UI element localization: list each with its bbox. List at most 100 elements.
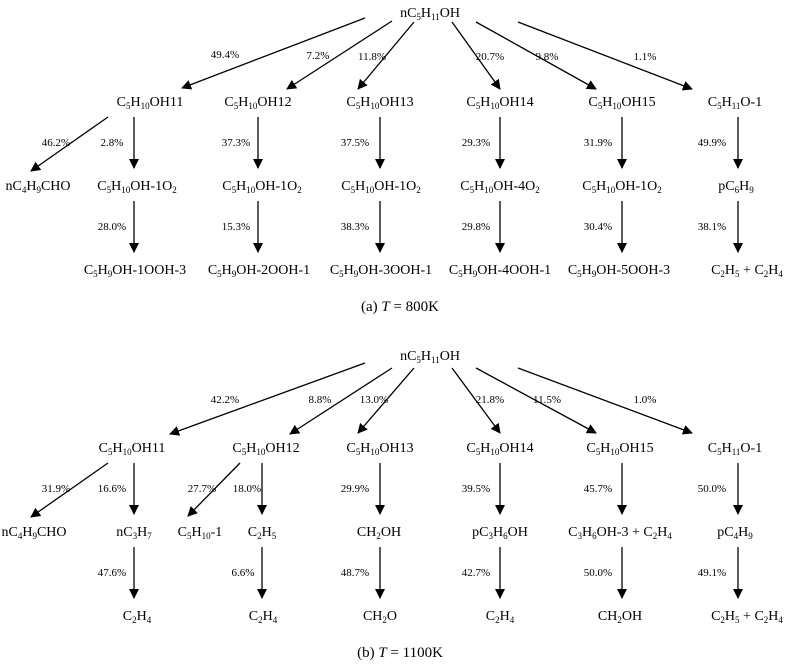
branch-ratio-a-root-to-r5: 9.8%	[536, 51, 559, 63]
branch-ratio-b-p6-to-q6: 49.1%	[698, 567, 726, 579]
arrow-a-r1-to-p1a	[30, 116, 109, 172]
species-a-q4: C5H9OH-4OOH-1	[449, 263, 551, 279]
panel-captions: (a) T = 800K (b) T = 1100K	[357, 299, 443, 661]
species-a-r2: C5H10OH12	[224, 95, 291, 111]
branch-ratio-a-p6-to-q6: 38.1%	[698, 221, 726, 233]
arrow-a-root-to-r3	[357, 21, 415, 90]
species-a-q1: C5H9OH-1OOH-3	[84, 263, 186, 279]
species-a-r5: C5H10OH15	[588, 95, 655, 111]
species-b-p1b: nC3H7	[116, 525, 152, 541]
arrow-a-root-to-r5	[475, 21, 597, 90]
species-b-r5: C5H10OH15	[586, 441, 653, 457]
branch-ratio-a-r2-to-p2: 37.3%	[222, 137, 250, 149]
species-a-q2: C5H9OH-2OOH-1	[208, 263, 310, 279]
species-b-q1: C2H4	[123, 609, 152, 625]
arrow-b-r2-to-p2a	[187, 462, 241, 517]
branch-ratio-a-r5-to-p5: 31.9%	[584, 137, 612, 149]
species-b-q6: C2H5 + C2H4	[711, 609, 783, 625]
branch-ratio-b-p5-to-q5: 50.0%	[584, 567, 612, 579]
branch-ratio-b-root-to-r5: 11.5%	[533, 394, 561, 406]
species-b-q3: CH2O	[363, 609, 397, 625]
branch-ratio-b-p1b-to-q1: 47.6%	[98, 567, 126, 579]
arrow-a-root-to-r6	[517, 21, 693, 91]
branch-ratio-a-root-to-r2: 7.2%	[307, 50, 330, 62]
branch-ratio-a-root-to-r4: 20.7%	[476, 51, 504, 63]
branch-ratio-a-p3-to-q3: 38.3%	[341, 221, 369, 233]
species-a-q6: C2H5 + C2H4	[711, 263, 783, 279]
species-b-q4: C2H4	[486, 609, 515, 625]
species-a-p4: C5H10OH-4O2	[460, 179, 539, 195]
arrow-a-root-to-r1	[181, 17, 366, 90]
species-a-root: nC5H11OH	[400, 6, 460, 22]
branch-ratio-a-r1-to-p1a: 46.2%	[42, 137, 70, 149]
branch-ratio-a-r3-to-p3: 37.5%	[341, 137, 369, 149]
branch-ratio-a-p5-to-q5: 30.4%	[584, 221, 612, 233]
species-b-p1a: nC4H9CHO	[1, 525, 66, 541]
branch-ratio-a-r4-to-p4: 29.3%	[462, 137, 490, 149]
species-b-r2: C5H10OH12	[232, 441, 299, 457]
species-b-r4: C5H10OH14	[466, 441, 533, 457]
species-a-r4: C5H10OH14	[466, 95, 533, 111]
branch-ratio-b-root-to-r4: 21.8%	[476, 394, 504, 406]
species-a-p1a: nC4H9CHO	[5, 179, 70, 195]
arrow-b-root-to-r6	[517, 367, 693, 435]
branch-ratio-b-root-to-r1: 42.2%	[211, 394, 239, 406]
species-a-p5: C5H10OH-1O2	[582, 179, 661, 195]
branch-ratio-b-r4-to-p4: 39.5%	[462, 483, 490, 495]
branch-ratio-b-p2b-to-q2: 6.6%	[232, 567, 255, 579]
species-b-q2: C2H4	[249, 609, 278, 625]
species-b-root: nC5H11OH	[400, 349, 460, 365]
species-b-r6: C5H11O-1	[708, 441, 762, 457]
arrow-b-root-to-r4	[451, 367, 501, 434]
branch-ratio-b-r1-to-p1b: 16.6%	[98, 483, 126, 495]
branch-ratio-a-p1b-to-q1: 28.0%	[98, 221, 126, 233]
branch-ratio-a-root-to-r6: 1.1%	[634, 51, 657, 63]
branch-ratio-a-r6-to-p6: 49.9%	[698, 137, 726, 149]
species-a-r6: C5H11O-1	[708, 95, 762, 111]
species-a-p6: pC6H9	[718, 179, 754, 195]
panel-caption-b: (b) T = 1100K	[357, 645, 443, 661]
arrow-b-root-to-r5	[475, 367, 597, 434]
species-a-p1b: C5H10OH-1O2	[97, 179, 176, 195]
species-b-p6: pC4H9	[717, 525, 753, 541]
branch-ratio-a-r1-to-p1b: 2.8%	[101, 137, 124, 149]
branch-ratio-b-r5-to-p5: 45.7%	[584, 483, 612, 495]
species-b-p4: pC3H6OH	[472, 525, 528, 541]
arrow-b-root-to-r3	[357, 367, 415, 434]
species-a-r3: C5H10OH13	[346, 95, 413, 111]
species-a-r1: C5H10OH11	[117, 95, 184, 111]
species-a-p2: C5H10OH-1O2	[222, 179, 301, 195]
panel-caption-a: (a) T = 800K	[361, 299, 439, 315]
species-a-p3: C5H10OH-1O2	[341, 179, 420, 195]
branch-ratio-b-p4-to-q4: 42.7%	[462, 567, 490, 579]
branch-ratio-b-root-to-r2: 8.8%	[309, 394, 332, 406]
species-b-r1: C5H10OH11	[99, 441, 166, 457]
branch-ratio-b-r6-to-p6: 50.0%	[698, 483, 726, 495]
arrow-b-r1-to-p1a	[30, 462, 109, 518]
branch-ratio-b-r1-to-p1a: 31.9%	[42, 483, 70, 495]
reaction-arrows	[30, 17, 743, 599]
branch-ratio-b-r3-to-p3: 29.9%	[341, 483, 369, 495]
branch-ratio-b-p3-to-q3: 48.7%	[341, 567, 369, 579]
branch-ratio-a-root-to-r1: 49.4%	[211, 49, 239, 61]
arrow-b-root-to-r2	[289, 367, 393, 435]
arrow-b-root-to-r1	[169, 362, 366, 436]
species-b-p5: C3H6OH-3 + C2H4	[568, 525, 672, 541]
species-b-p2b: C2H5	[248, 525, 277, 541]
species-a-q3: C5H9OH-3OOH-1	[330, 263, 432, 279]
branch-ratio-a-root-to-r3: 11.8%	[358, 51, 386, 63]
species-a-q5: C5H9OH-5OOH-3	[568, 263, 670, 279]
species-b-r3: C5H10OH13	[346, 441, 413, 457]
branch-ratio-b-r2-to-p2b: 18.0%	[233, 483, 261, 495]
species-b-q5: CH2OH	[598, 609, 642, 625]
branch-ratio-b-r2-to-p2a: 27.7%	[188, 483, 216, 495]
branch-ratio-a-p2-to-q2: 15.3%	[222, 221, 250, 233]
arrow-a-root-to-r2	[286, 20, 393, 90]
branch-ratio-b-root-to-r3: 13.0%	[360, 394, 388, 406]
branch-ratio-a-p4-to-q4: 29.8%	[462, 221, 490, 233]
arrow-a-root-to-r4	[451, 21, 501, 90]
branching-ratio-labels: 49.4% 7.2% 11.8% 20.7% 9.8% 1.1% 46.2% 2.8% 37.3…	[42, 49, 726, 579]
species-b-p3: CH2OH	[357, 525, 401, 541]
